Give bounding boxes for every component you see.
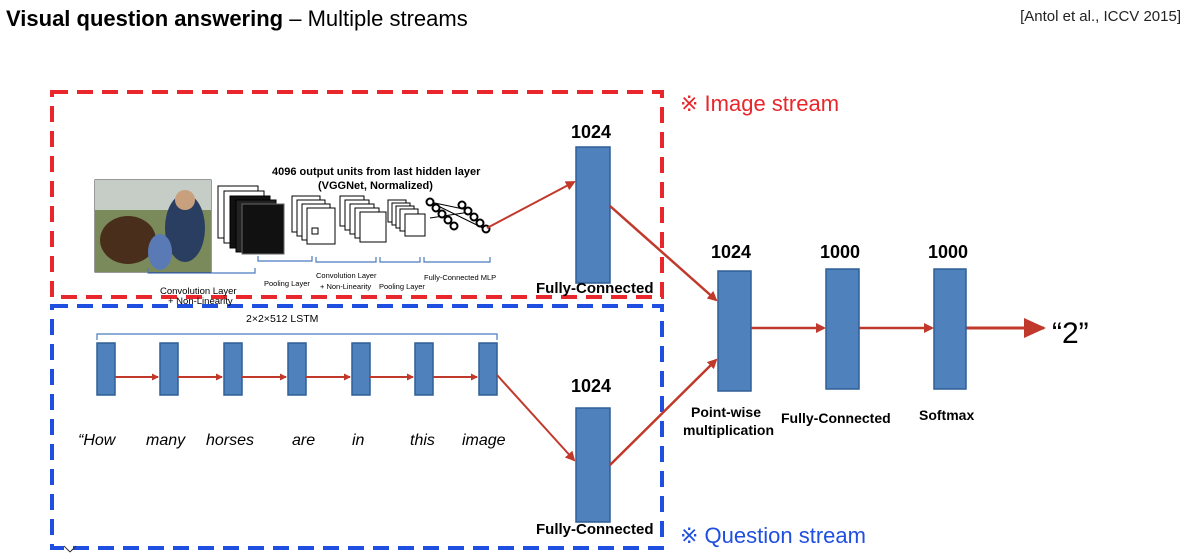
pointwise-label-2: multiplication <box>683 422 774 438</box>
pool2-label: Pooling Layer <box>379 282 425 291</box>
conv2-label-2: + Non-Linearity <box>320 282 371 291</box>
slide-title-rest: – Multiple streams <box>283 6 468 31</box>
lstm-cell <box>287 342 307 396</box>
image-fc-block <box>575 146 611 284</box>
slide-title: Visual question answering – Multiple str… <box>6 6 468 32</box>
cnn-output-label-1: 4096 output units from last hidden layer <box>272 166 481 178</box>
lstm-cells <box>96 342 498 396</box>
cnn-brackets <box>147 256 491 274</box>
lstm-cell <box>414 342 434 396</box>
feature-maps-3 <box>339 195 387 243</box>
word-2: horses <box>206 432 254 449</box>
word-5: this <box>410 432 435 449</box>
answer-text: “2” <box>1052 317 1089 350</box>
fc-size: 1000 <box>820 242 860 262</box>
image-fc-size: 1024 <box>571 122 611 142</box>
fc-block <box>825 268 860 390</box>
question-fc-block <box>575 407 611 523</box>
cursor-mark <box>63 545 77 553</box>
citation: [Antol et al., ICCV 2015] <box>1020 8 1181 25</box>
image-stream-box <box>50 90 664 299</box>
feature-maps-1 <box>217 185 285 255</box>
word-4: in <box>352 432 365 449</box>
lstm-cell <box>96 342 116 396</box>
word-6: image <box>462 432 506 449</box>
fc-label: Fully-Connected <box>781 410 891 426</box>
pointwise-label-1: Point-wise <box>691 404 761 420</box>
word-3: are <box>292 432 315 449</box>
feature-maps-4 <box>387 199 426 237</box>
pointwise-block <box>717 270 752 392</box>
word-0: “How <box>78 432 117 449</box>
lstm-cell <box>159 342 179 396</box>
arrow-question-to-pointwise <box>609 358 718 466</box>
conv2-label-1: Convolution Layer <box>316 271 377 280</box>
question-fc-label: Fully-Connected <box>536 521 654 538</box>
fc-neurons <box>425 197 491 234</box>
input-photo <box>94 179 212 273</box>
question-stream-label: ※ Question stream <box>680 523 866 548</box>
cnn-output-label-2: (VGGNet, Normalized) <box>318 180 433 192</box>
word-1: many <box>146 432 186 449</box>
softmax-size: 1000 <box>928 242 968 262</box>
question-fc-size: 1024 <box>571 376 611 396</box>
lstm-cell <box>478 342 498 396</box>
lstm-cell <box>223 342 243 396</box>
lstm-bracket <box>96 333 498 340</box>
softmax-label: Softmax <box>919 407 974 423</box>
image-fc-label: Fully-Connected <box>536 280 654 297</box>
conv1-label-2: + Non-Linearity <box>168 296 233 307</box>
image-stream-label: ※ Image stream <box>680 91 839 116</box>
lstm-label: 2×2×512 LSTM <box>246 313 318 325</box>
arrow-lstm-to-question-fc <box>496 374 576 462</box>
lstm-cell <box>351 342 371 396</box>
conv1-label-1: Convolution Layer <box>160 286 237 297</box>
slide-title-bold: Visual question answering <box>6 6 284 31</box>
softmax-block <box>933 268 967 390</box>
pool1-label: Pooling Layer <box>264 279 310 288</box>
question-words: “How many horses are in this image <box>78 432 506 449</box>
feature-maps-2 <box>291 195 336 245</box>
fc-mlp-label: Fully-Connected MLP <box>424 273 496 282</box>
pointwise-size: 1024 <box>711 242 751 262</box>
question-stream-box <box>50 304 664 550</box>
arrow-cnn-to-image-fc <box>486 181 576 229</box>
arrow-image-to-pointwise <box>609 205 718 302</box>
